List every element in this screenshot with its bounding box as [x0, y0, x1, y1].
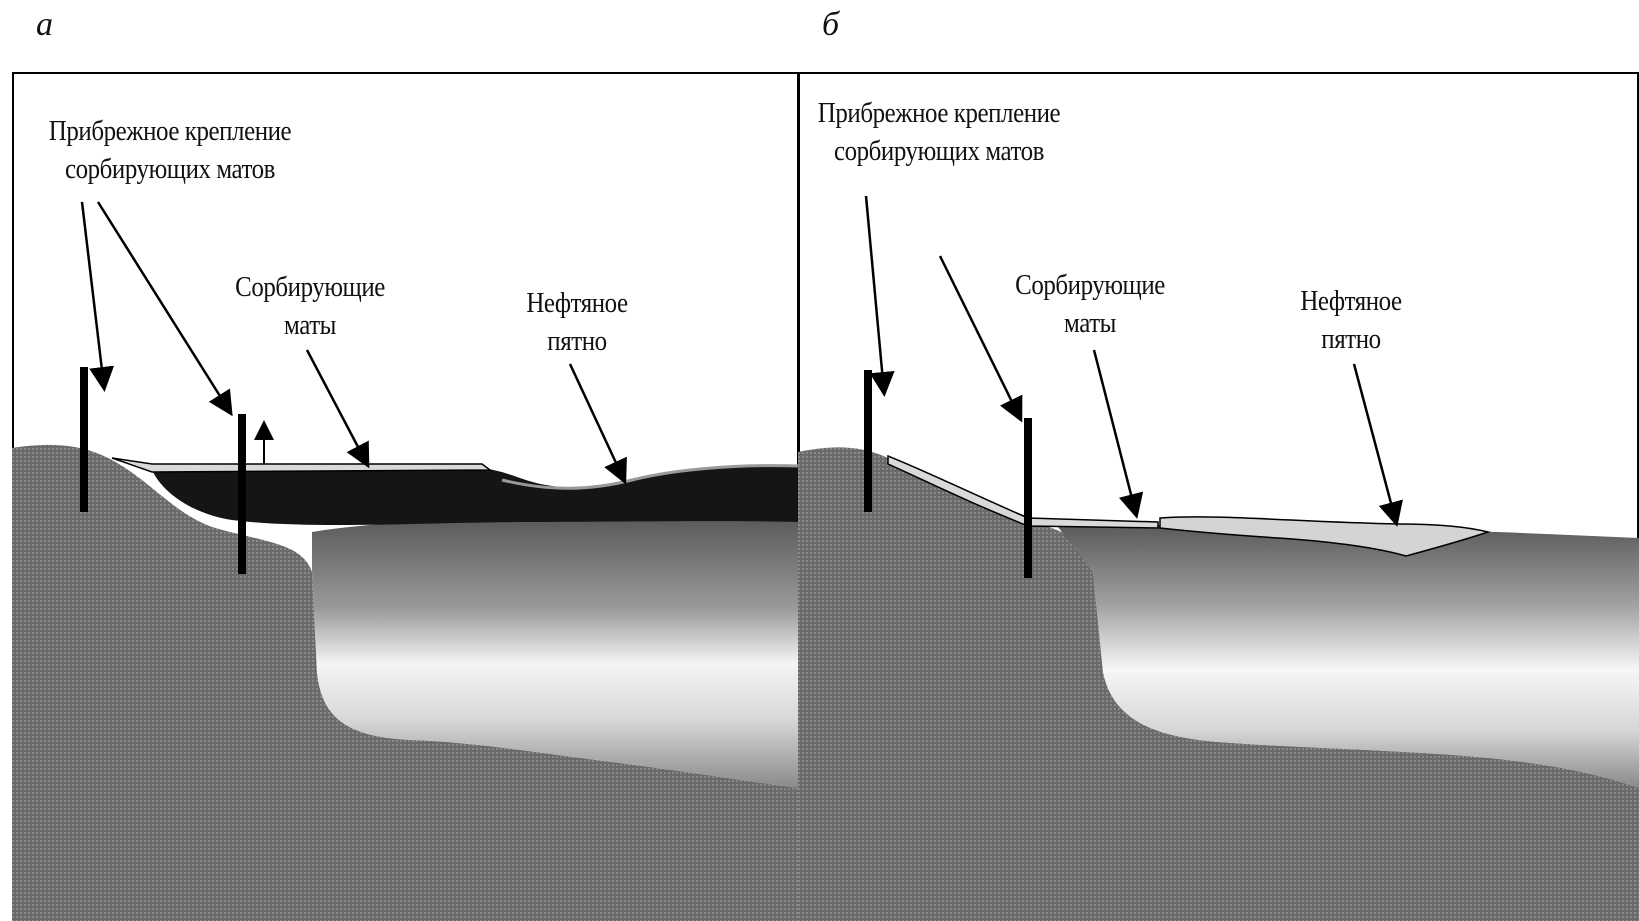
panel-a-diagram	[12, 72, 799, 921]
panel-letter-a: а	[36, 6, 53, 44]
panel-a: Прибрежное крепление сорбирующих матов С…	[12, 72, 799, 921]
panel-letter-b: б	[822, 6, 839, 44]
shore-mount-arrow-2	[98, 202, 230, 412]
mats-arrow	[1094, 350, 1136, 514]
mats-arrow	[307, 350, 367, 464]
oil-spot-label: Нефтяное пятно	[513, 284, 642, 360]
mats-label: Сорбирующие маты	[1004, 266, 1176, 342]
shore-mount-arrow-1	[866, 196, 884, 392]
panel-b: Прибрежное крепление сорбирующих матов С…	[798, 72, 1639, 921]
mats-label: Сорбирующие маты	[224, 268, 396, 344]
shore-post-1	[80, 367, 88, 512]
sorbent-mats	[112, 458, 490, 472]
shore-post-2	[1024, 418, 1032, 578]
panel-b-diagram	[798, 72, 1639, 921]
shore-post-1	[864, 370, 872, 512]
shore-post-2	[238, 414, 246, 574]
shore-mount-label: Прибрежное крепление сорбирующих матов	[41, 112, 299, 188]
shore-mount-arrow-1	[82, 202, 104, 387]
oil-spot-arrow	[570, 364, 624, 480]
oil-layer	[152, 465, 799, 525]
oil-spot-arrow	[1354, 364, 1396, 522]
oil-spot-label: Нефтяное пятно	[1287, 282, 1416, 358]
shore-mount-label: Прибрежное крепление сорбирующих матов	[814, 94, 1063, 170]
